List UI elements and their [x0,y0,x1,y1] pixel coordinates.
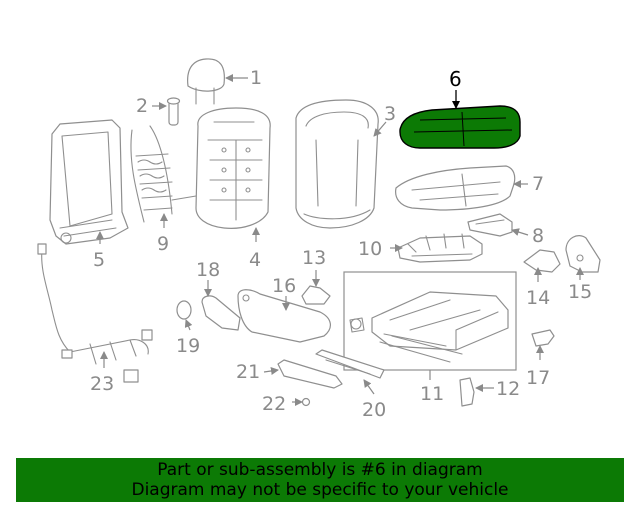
part-seat-cushion-pad [395,165,516,211]
callout-1: 1 [250,67,262,89]
callouts: 1 2 3 6 7 8 9 10 5 4 13 18 16 14 15 19 1… [90,67,592,421]
part-clip-13 [301,285,331,305]
banner-line-2: Diagram may not be specific to your vehi… [131,480,509,500]
callout-8: 8 [532,225,544,247]
part-switch [459,377,475,407]
callout-22: 22 [262,393,286,415]
callout-12: 12 [496,378,520,400]
part-headrest [187,58,225,105]
callout-23: 23 [90,373,114,395]
part-wiring-harness [37,243,153,383]
part-guide-sleeve [166,97,181,126]
callout-13: 13 [302,247,326,269]
callout-3: 3 [384,103,396,125]
callout-7: 7 [532,173,544,195]
callout-10: 10 [358,238,382,260]
part-cap-17 [531,329,555,347]
callout-14: 14 [526,287,550,309]
callout-2: 2 [136,95,148,117]
callout-15: 15 [568,281,592,303]
part-screw [301,397,311,407]
part-rail-cover [315,349,385,379]
part-side-trim-panel [237,289,331,343]
callout-11: 11 [420,383,444,405]
part-seatback-cover [295,99,379,229]
callout-17: 17 [526,367,550,389]
part-cushion-support [397,233,483,263]
callout-5: 5 [93,249,105,271]
part-bracket-8 [467,213,513,237]
callout-19: 19 [176,335,200,357]
callout-16: 16 [272,275,296,297]
callout-4: 4 [249,249,261,271]
callout-18: 18 [196,259,220,281]
callout-20: 20 [362,399,386,421]
part-seat-cushion-cover-highlighted [399,105,521,149]
part-recliner-cover [201,295,241,331]
parts-diagram: 1 2 3 6 7 8 9 10 5 4 13 18 16 14 15 19 1… [37,58,601,421]
part-side-shield [565,235,601,273]
part-rail-trim [277,359,343,389]
callout-21: 21 [236,361,260,383]
part-seatback-frame [49,119,129,245]
info-banner: Part or sub-assembly is #6 in diagram Di… [16,458,624,502]
part-lumbar-spring [130,125,197,223]
banner-line-1: Part or sub-assembly is #6 in diagram [157,460,483,480]
part-seat-adjuster [343,271,517,371]
callout-9: 9 [157,233,169,255]
leader-lines [96,74,584,406]
part-seatback-pad [195,107,271,229]
part-bracket-14 [523,249,561,273]
part-knob [176,300,192,320]
callout-6: 6 [449,67,462,91]
